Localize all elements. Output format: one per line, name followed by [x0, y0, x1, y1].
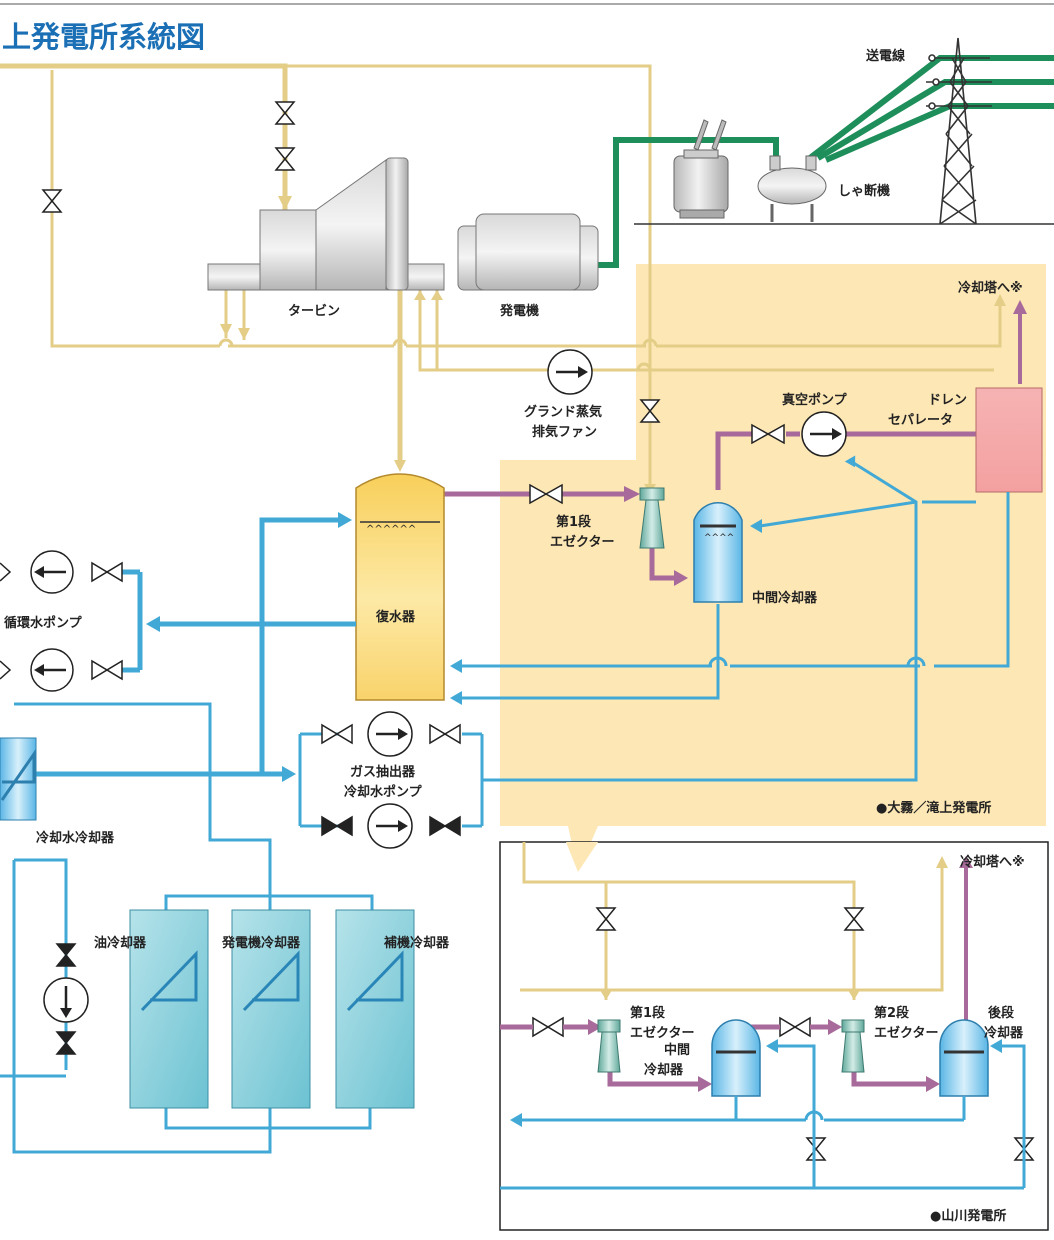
gas-pump-label-2: 冷却水ポンプ	[344, 784, 423, 800]
generator	[457, 213, 599, 291]
intercooler: ^^^^	[693, 502, 743, 603]
vacuum-pump	[801, 411, 847, 457]
svg-text:^^^^^^: ^^^^^^	[366, 524, 416, 535]
transmission-tower	[926, 37, 992, 225]
generator-label: 発電機	[499, 303, 539, 319]
inset-after-label-1: 後段	[988, 1005, 1014, 1021]
gland-exhaust-fan	[547, 349, 593, 395]
page-title: 上発電所系統図	[2, 20, 205, 54]
gland-fan-label-1: グランド蒸気	[524, 404, 602, 420]
drain-separator-label-2: セパレータ	[888, 413, 953, 428]
plant-a-region	[500, 264, 1046, 872]
inset-mid-label-2: 冷却器	[644, 1062, 684, 1078]
inset-valves	[532, 907, 1035, 1161]
oil-pump	[43, 943, 89, 1055]
power-lines	[596, 55, 1054, 268]
ejector-1-label-1: 第1段	[556, 514, 591, 530]
water-cooler-label: 冷却水冷却器	[36, 830, 115, 846]
turbine-label: タービン	[288, 303, 340, 319]
drain-separator	[975, 387, 1043, 493]
ejector-stage-1	[639, 487, 665, 549]
transmission-line-label: 送電線	[865, 48, 906, 64]
gas-extractor-pump-2	[321, 803, 461, 849]
cooling-water-lines	[0, 455, 1010, 1154]
condenser: ^^^^^^	[355, 473, 445, 701]
vacuum-valves	[529, 423, 785, 505]
circulating-pump-2	[0, 648, 123, 692]
inset-ej2-label-1: 第2段	[874, 1005, 909, 1021]
drain-separator-label-1: ドレン	[928, 393, 967, 408]
circulating-pump-1	[0, 550, 123, 594]
inset-ej1-label-2: エゼクター	[630, 1025, 694, 1041]
inset-pointer	[566, 842, 598, 872]
inset-steam-lines	[520, 842, 948, 1000]
inset-intercooler	[711, 1019, 761, 1097]
svg-text:^^^^: ^^^^	[704, 533, 734, 543]
inset-water-lines	[500, 1039, 1026, 1190]
steam-valves	[41, 101, 661, 423]
to-cooling-tower-label: 冷却塔へ※	[958, 280, 1023, 296]
circulating-pump-label: 循環水ポンプ	[4, 615, 83, 631]
generator-cooler	[231, 909, 311, 1109]
inset-ejector-2	[841, 1019, 865, 1073]
turbine	[207, 157, 445, 291]
inset-to-tower-label: 冷却塔へ※	[960, 854, 1025, 870]
vacuum-lines	[444, 300, 1027, 586]
oil-cooler-label: 油冷却器	[94, 935, 147, 951]
inset-mid-label-1: 中間	[664, 1042, 690, 1058]
gas-pump-label-1: ガス抽出器	[350, 764, 416, 780]
gas-extractor-pump-1	[321, 711, 461, 757]
oil-cooler	[129, 909, 209, 1109]
condenser-label: 復水器	[375, 609, 416, 625]
intercooler-label: 中間冷却器	[752, 590, 818, 606]
plant-a-label: ●大霧／滝上発電所	[876, 800, 991, 816]
inset-ejector-1	[597, 1019, 621, 1073]
inset-aftercooler	[939, 1019, 989, 1097]
inset-ej2-label-2: エゼクター	[874, 1025, 938, 1041]
vacuum-pump-label: 真空ポンプ	[782, 392, 848, 408]
auxiliary-cooler-label: 補機冷却器	[383, 935, 450, 951]
gland-fan-label-2: 排気ファン	[532, 424, 597, 440]
circuit-breaker	[757, 155, 827, 222]
auxiliary-cooler	[335, 909, 415, 1109]
generator-cooler-label: 発電機冷却器	[221, 935, 301, 951]
cooling-water-cooler	[0, 737, 37, 821]
breaker-label: しゃ断機	[838, 183, 890, 199]
inset-after-label-2: 冷却器	[984, 1025, 1024, 1041]
ejector-1-label-2: エゼクター	[550, 534, 614, 550]
transformer	[673, 119, 729, 219]
inset-ej1-label-1: 第1段	[630, 1005, 665, 1021]
plant-b-label: ●山川発電所	[930, 1208, 1006, 1224]
steam-lines	[0, 63, 1006, 494]
